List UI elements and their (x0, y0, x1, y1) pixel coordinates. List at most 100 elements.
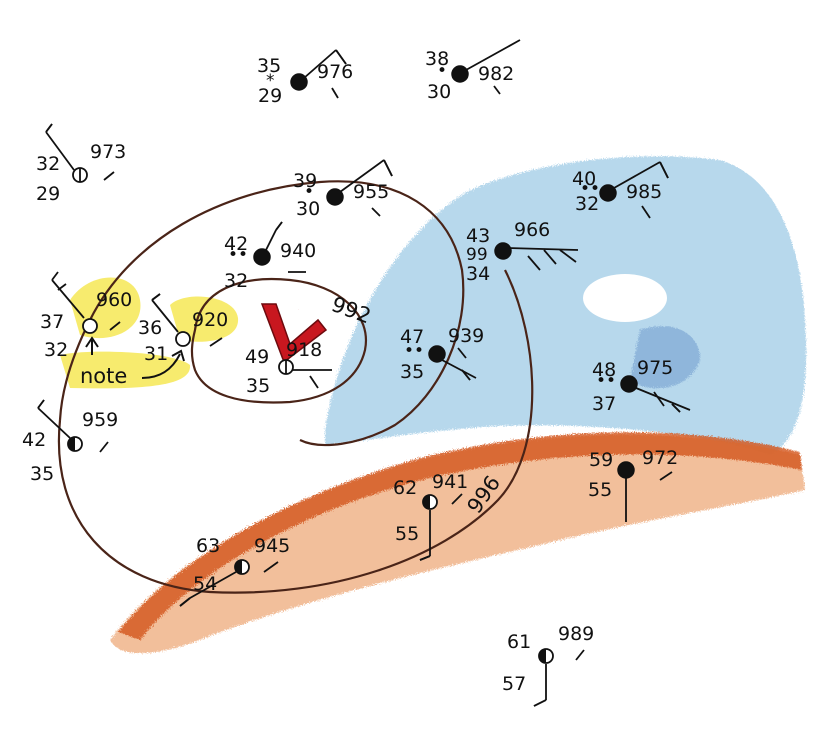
highlight-note (60, 351, 191, 389)
station-temperature: 39 (293, 170, 317, 192)
station-weather-symbol: •• (596, 371, 616, 391)
isobar-inner (190, 278, 368, 404)
station-pressure: 972 (642, 447, 678, 469)
wind-barb (335, 49, 347, 65)
wind-staff (51, 279, 85, 319)
wind-staff (635, 387, 691, 411)
station-temperature: 36 (138, 317, 162, 339)
station-temperature: 40 (572, 168, 596, 190)
station-pressure: 941 (432, 471, 468, 493)
wind-staff (37, 407, 71, 439)
cloud-cover-overcast-icon (599, 184, 617, 202)
station-temperature: 38 (425, 48, 449, 70)
pressure-tendency-mark (493, 85, 501, 95)
station-pressure: 975 (637, 357, 673, 379)
wind-barb (37, 399, 45, 409)
station-weather-symbol: •• (228, 245, 248, 265)
station-pressure: 960 (96, 289, 132, 311)
wind-barb (383, 159, 393, 177)
pressure-tendency-mark (451, 493, 463, 505)
station-dewpoint: 57 (502, 673, 526, 695)
station-temperature: 59 (589, 449, 613, 471)
pressure-tendency-mark (263, 561, 279, 573)
station-pressure: 918 (286, 339, 322, 361)
isobar-middle (89, 180, 465, 447)
station-s941: 62 55 941 (393, 471, 468, 561)
cloud-cover-overcast-icon (620, 375, 638, 393)
cloud-cover-overcast-icon (428, 345, 446, 363)
cloud-cover-overcast-icon (326, 188, 344, 206)
station-dewpoint: 35 (30, 463, 54, 485)
wind-staff (151, 299, 179, 333)
station-dewpoint: 32 (224, 270, 248, 292)
station-temperature: 48 (592, 359, 616, 381)
station-dewpoint: 35 (246, 375, 270, 397)
warm-front-band (118, 432, 802, 640)
station-weather-symbol: • (437, 61, 447, 81)
cold-air-region (325, 156, 807, 455)
pressure-tendency-mark (457, 347, 467, 359)
station-weather-symbol: •• (580, 179, 600, 199)
station-temperature: 63 (196, 535, 220, 557)
station-temperature: 47 (400, 326, 424, 348)
pressure-tendency-mark (309, 375, 319, 389)
wind-barb (57, 283, 67, 291)
station-pressure: 920 (192, 309, 228, 331)
wind-barb (671, 403, 681, 413)
station-dewpoint: 29 (36, 183, 60, 205)
station-dewpoint: 55 (395, 523, 419, 545)
cloud-cover-clear-icon (175, 331, 191, 347)
station-s972: 59 55 972 (588, 447, 678, 522)
isobar-label-992: 992 (328, 292, 374, 328)
station-pressure: 989 (558, 623, 594, 645)
pressure-tendency-mark (209, 337, 223, 347)
station-pressure: 966 (514, 219, 550, 241)
station-temperature: 42 (224, 233, 248, 255)
station-s989: 61 57 989 (502, 623, 594, 707)
wind-barb (151, 293, 161, 301)
station-temperature: 32 (36, 153, 60, 175)
isobar-outer (57, 269, 534, 594)
cloud-cover-overcast-icon (617, 461, 635, 479)
pressure-tendency-mark (575, 649, 585, 661)
cloud-cover-overcast-icon (290, 73, 308, 91)
pressure-tendency-mark (653, 391, 665, 407)
station-pressure: 955 (353, 181, 389, 203)
cloud-cover-overcast-icon (253, 248, 271, 266)
station-temperature: 42 (22, 429, 46, 451)
pressure-tendency-mark (641, 205, 651, 219)
low-pressure-label: L (298, 309, 299, 311)
station-temperature: 62 (393, 477, 417, 499)
station-dewpoint: 30 (427, 81, 451, 103)
wind-staff (265, 229, 277, 251)
wind-barb (559, 249, 577, 263)
station-weather-symbol: * (266, 71, 275, 91)
station-dewpoint: 55 (588, 479, 612, 501)
cloud-cover-half-fill (539, 649, 546, 663)
cloud-cover-clear-icon (82, 318, 98, 334)
station-pressure: 985 (626, 181, 662, 203)
wind-barb (45, 123, 53, 133)
cloud-cover-half-fill (235, 560, 242, 574)
station-weather-symbol: 99 (466, 245, 488, 265)
pressure-tendency-mark (371, 207, 381, 217)
wind-barb (533, 699, 547, 707)
station-dewpoint: 35 (400, 361, 424, 383)
cloud-cover-half-fill (68, 437, 75, 451)
station-weather-symbol: •• (404, 341, 424, 361)
note-arrows (85, 336, 185, 379)
station-dewpoint: 32 (44, 339, 68, 361)
station-dewpoint: 34 (466, 263, 490, 285)
station-temperature: 61 (507, 631, 531, 653)
station-pressure: 939 (448, 325, 484, 347)
